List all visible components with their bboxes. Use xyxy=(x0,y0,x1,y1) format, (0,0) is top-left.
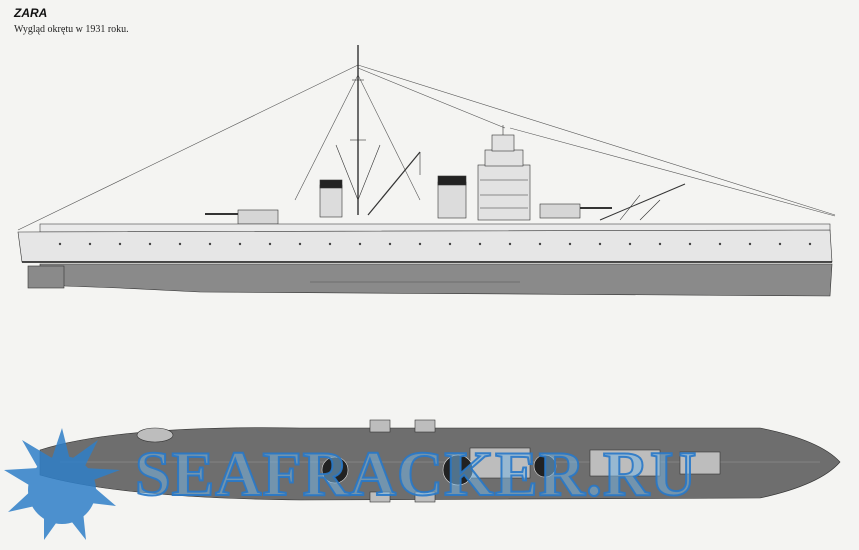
side-profile xyxy=(17,45,836,297)
main-mast xyxy=(335,45,381,215)
watermark-logo-icon xyxy=(4,428,120,540)
drawing-title: ZARA xyxy=(14,6,48,20)
top-view xyxy=(39,419,841,503)
drawing-subtitle: Wygląd okrętu w 1931 roku. xyxy=(14,24,129,35)
hull-upper xyxy=(17,229,833,263)
crane xyxy=(367,151,421,216)
portholes xyxy=(58,242,812,246)
funnel-tops xyxy=(321,454,557,486)
rudder xyxy=(27,265,65,289)
bridge-tower xyxy=(477,125,531,221)
hull-lower xyxy=(39,263,833,297)
turrets xyxy=(205,203,612,225)
deck-details xyxy=(136,419,721,503)
rigging-lines xyxy=(17,64,836,231)
watermark-text: SEAFRACKER.RU xyxy=(134,438,698,509)
aft-crane xyxy=(599,183,686,221)
funnels xyxy=(319,175,467,219)
